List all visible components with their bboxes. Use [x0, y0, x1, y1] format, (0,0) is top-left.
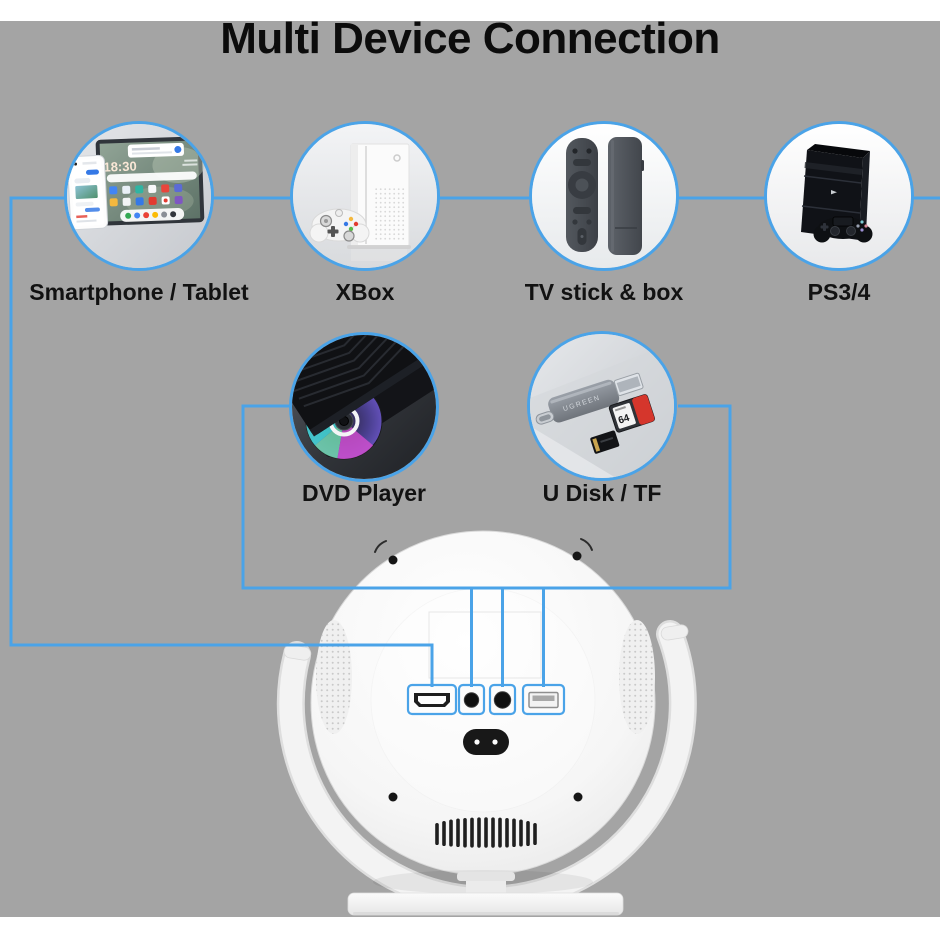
device-photo-xbox — [290, 121, 440, 271]
port-group — [406, 683, 566, 716]
device-label-smartphone-tablet: Smartphone / Tablet — [29, 279, 249, 305]
sd-capacity-text: 64 — [617, 413, 631, 427]
screws — [374, 538, 593, 802]
playstation-console-photo — [767, 124, 911, 268]
tablet: 18:30 — [95, 136, 205, 226]
projector-base — [347, 870, 624, 916]
speaker-grille-left — [316, 620, 352, 734]
top-row-to-hdmi-line — [9, 196, 940, 687]
dvd-drive-photo — [292, 335, 436, 479]
xbox-console-photo — [293, 124, 437, 268]
xbox-controller — [309, 208, 370, 243]
tablet-clock: 18:30 — [103, 158, 137, 174]
device-photo-playstation — [764, 121, 914, 271]
ps-logo — [831, 190, 837, 195]
tv-stick — [608, 137, 644, 255]
card-reader: UGREEN — [535, 372, 644, 425]
sd-card: 64 — [608, 394, 655, 433]
device-photo-dvd-player — [289, 332, 439, 482]
device-label-xbox: XBox — [335, 279, 395, 305]
app-icons — [109, 183, 183, 207]
top-white-strip — [0, 0, 940, 21]
device-photo-smartphone-tablet: 18:30 — [64, 121, 214, 271]
ps4-controller — [813, 216, 873, 243]
stand-hinge-right — [660, 624, 689, 641]
power-inlet — [463, 729, 509, 755]
device-label-u-disk: U Disk / TF — [542, 480, 662, 506]
audio-jack-port — [488, 683, 517, 716]
device-photo-usb-card-reader: UGREEN 64 — [527, 331, 677, 481]
page-title: Multi Device Connection — [220, 14, 720, 63]
smartphone-tablet-photo: 18:30 — [67, 124, 211, 268]
device-photo-tv-stick — [529, 121, 679, 271]
xbox-console — [347, 143, 411, 261]
device-label-tv-stick: TV stick & box — [524, 279, 684, 305]
speaker-grille-right — [619, 620, 655, 734]
device-label-dvd-player: DVD Player — [301, 480, 427, 506]
usb-port — [521, 683, 566, 716]
second-row-bus-line — [241, 404, 732, 590]
dvd-drive-shell — [292, 335, 436, 437]
usb-card-reader-photo: UGREEN 64 — [530, 334, 674, 478]
vent-slots — [435, 817, 537, 848]
remote-control — [566, 138, 598, 252]
hdmi-port — [406, 683, 458, 716]
micro-sd-card — [590, 430, 620, 454]
tv-stick-remote-photo — [532, 124, 676, 268]
smartphone — [67, 154, 109, 231]
device-label-ps34: PS3/4 — [807, 279, 871, 305]
bottom-white-strip — [0, 917, 940, 940]
